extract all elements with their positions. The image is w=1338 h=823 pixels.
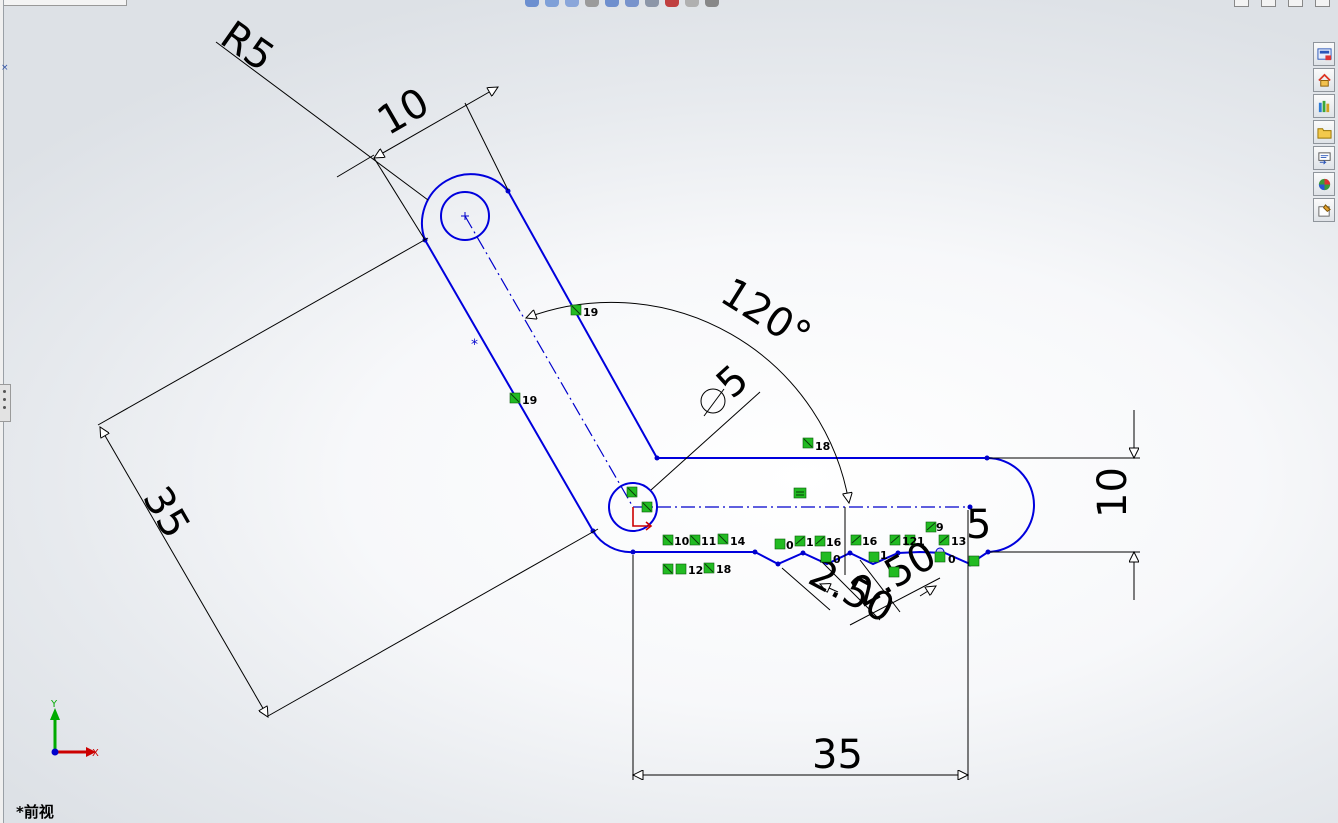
relation-1-a: 1	[806, 536, 814, 549]
view-palette-icon[interactable]	[1313, 146, 1335, 170]
sketch-points	[422, 188, 991, 567]
coordinate-triad: Y X	[50, 700, 99, 759]
zoom-fit-icon[interactable]	[525, 0, 539, 7]
relation-12-b: 12	[902, 535, 917, 548]
appearances-icon[interactable]	[1313, 172, 1335, 196]
relation-12-a: 12	[688, 564, 703, 577]
dimension-annotations	[97, 41, 1140, 780]
relation-13: 13	[951, 535, 966, 548]
dim-link-length[interactable]: 35	[133, 479, 198, 546]
home-icon[interactable]	[1313, 68, 1335, 92]
display-style-icon[interactable]	[625, 0, 639, 7]
dim-arm-height[interactable]: 10	[1090, 467, 1136, 518]
restore-button[interactable]	[1261, 0, 1276, 7]
heads-up-view-toolbar	[525, 0, 719, 9]
triad-x-label: X	[92, 748, 99, 759]
file-explorer-icon[interactable]	[1313, 120, 1335, 144]
relation-1-b: 1	[917, 535, 925, 548]
triad-y-label: Y	[50, 700, 58, 710]
dim-hole-diameter[interactable]: 5	[708, 356, 758, 407]
dim-arm-end-radius[interactable]: 5	[966, 502, 991, 548]
minimize-button[interactable]	[1234, 0, 1249, 7]
custom-properties-icon[interactable]	[1313, 198, 1335, 222]
edit-appearance-icon[interactable]	[665, 0, 679, 7]
dim-angle-120[interactable]: 120°	[713, 269, 819, 359]
link-left-edge[interactable]	[424, 239, 594, 532]
dim-link-width[interactable]: 10	[370, 79, 437, 144]
panel-resize-handle[interactable]	[0, 384, 11, 422]
relation-1-c: 1	[880, 549, 888, 562]
relation-0-c: 0	[948, 553, 956, 566]
zoom-area-icon[interactable]	[545, 0, 559, 7]
relation-19-b: 19	[522, 394, 537, 407]
hole-center-mark	[461, 212, 469, 220]
relation-10: 10	[674, 535, 690, 548]
view-settings-icon[interactable]	[705, 0, 719, 7]
arm-end-arc[interactable]	[986, 457, 1035, 553]
solidworks-resources-icon[interactable]	[1313, 42, 1335, 66]
window-controls	[1234, 0, 1330, 7]
r5-leader	[215, 41, 429, 201]
elbow-arc[interactable]	[592, 530, 634, 554]
relation-0-a: 0	[786, 539, 794, 552]
previous-view-icon[interactable]	[565, 0, 579, 7]
task-pane-tabs	[1313, 42, 1335, 222]
top-hole-circle[interactable]	[440, 191, 490, 241]
relation-0-b: 0	[833, 553, 841, 566]
hide-show-icon[interactable]	[645, 0, 659, 7]
relation-badges	[509, 304, 980, 578]
arm-bottom-edge[interactable]	[633, 550, 989, 566]
close-button[interactable]	[1315, 0, 1330, 7]
sketch-origin-icon	[632, 507, 653, 531]
maximize-button[interactable]	[1288, 0, 1303, 7]
relation-18: 18	[815, 440, 830, 453]
relation-9: 9	[936, 521, 944, 534]
flyout-expand-icon[interactable]: ×	[1, 63, 9, 73]
relation-16-b: 16	[862, 535, 878, 548]
relation-11: 11	[701, 535, 716, 548]
relation-14: 14	[730, 535, 746, 548]
apply-scene-icon[interactable]	[685, 0, 699, 7]
feature-tree-flyout[interactable]	[0, 0, 127, 6]
relation-18-b: 18	[716, 563, 731, 576]
link-right-edge[interactable]	[507, 190, 658, 459]
midpoint-mark-icon: *	[471, 337, 478, 353]
relation-16-a: 16	[826, 536, 842, 549]
link-centerline[interactable]	[464, 215, 634, 508]
dim-radius-r5[interactable]: R5	[212, 13, 282, 81]
design-library-icon[interactable]	[1313, 94, 1335, 118]
section-view-icon[interactable]	[585, 0, 599, 7]
link-top-arc[interactable]	[421, 173, 509, 241]
view-orientation-icon[interactable]	[605, 0, 619, 7]
view-orientation-label: *前视	[16, 803, 54, 821]
relation-19-a: 19	[583, 306, 598, 319]
dim-arm-length[interactable]: 35	[812, 732, 863, 778]
